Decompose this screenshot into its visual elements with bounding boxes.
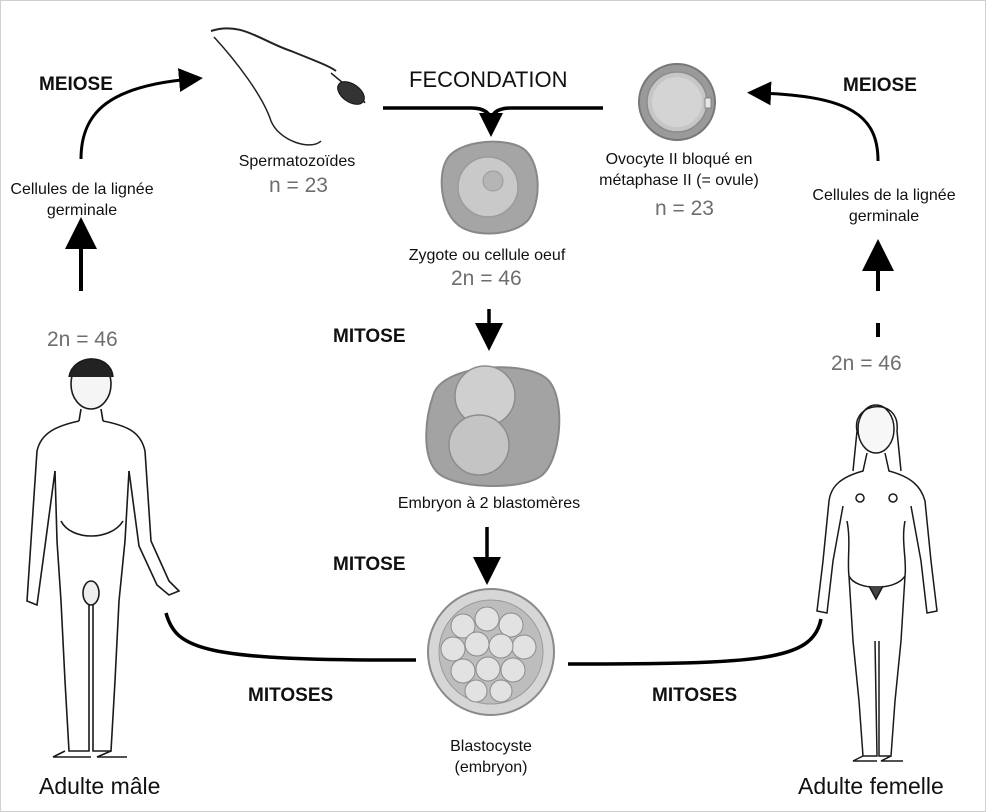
meiose-right-label: MEIOSE	[843, 75, 917, 97]
mitoses-right-label: MITOSES	[652, 685, 737, 707]
adulte-male-label: Adulte mâle	[39, 773, 160, 800]
blastocyste-label: Blastocyste (embryon)	[426, 736, 556, 778]
meiose-left-label: MEIOSE	[39, 74, 113, 96]
sperm-n-count: n = 23	[269, 174, 328, 198]
spermatozoides-label: Spermatozoïdes	[223, 151, 371, 172]
zygote-label: Zygote ou cellule oeuf	[384, 245, 590, 266]
female-2n-count: 2n = 46	[831, 352, 902, 376]
germinal-left-label: Cellules de la lignée germinale	[7, 179, 157, 221]
zygote-2n-count: 2n = 46	[451, 267, 522, 291]
fecondation-label: FECONDATION	[409, 67, 567, 93]
ovocyte-label: Ovocyte II bloqué en métaphase II (= ovu…	[589, 149, 769, 191]
germinal-right-label: Cellules de la lignée germinale	[799, 185, 969, 227]
mitose-1-label: MITOSE	[333, 326, 406, 348]
ovocyte-n-count: n = 23	[655, 197, 714, 221]
mitoses-left-label: MITOSES	[248, 685, 333, 707]
mitose-2-label: MITOSE	[333, 554, 406, 576]
male-2n-count: 2n = 46	[47, 328, 118, 352]
embryon-2-label: Embryon à 2 blastomères	[374, 493, 604, 514]
adulte-femelle-label: Adulte femelle	[798, 773, 944, 800]
